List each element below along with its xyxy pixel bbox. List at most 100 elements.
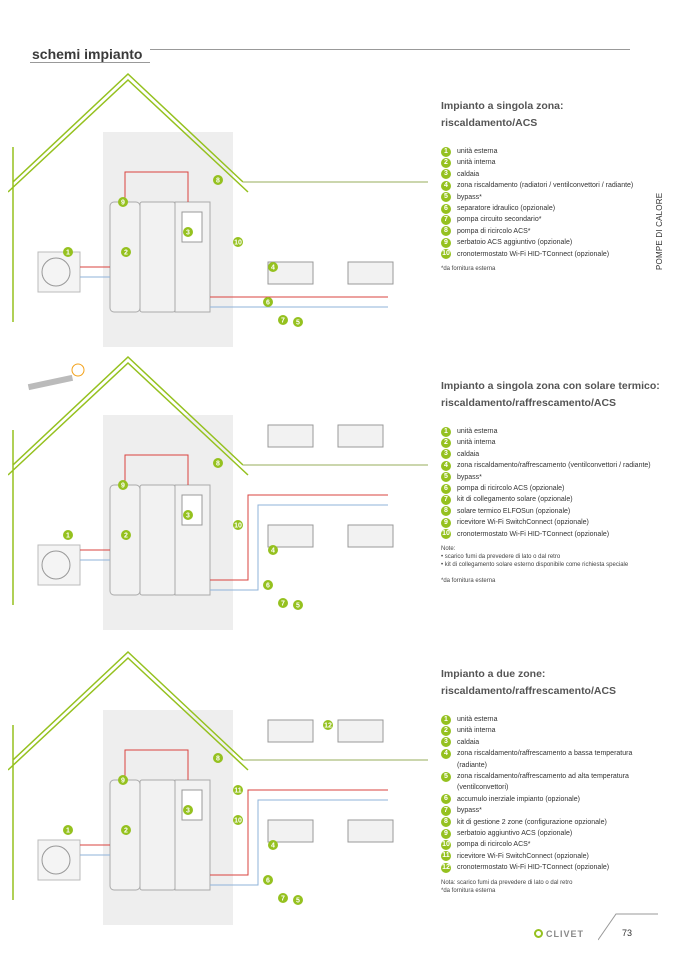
svg-text:9: 9 xyxy=(121,778,125,785)
hot-pipes xyxy=(80,454,388,581)
svg-text:12: 12 xyxy=(324,723,332,730)
number-badge: 3 xyxy=(441,449,451,460)
diagram-marker: 3 xyxy=(183,805,193,815)
diagram-marker: 9 xyxy=(118,775,128,785)
emitter xyxy=(267,524,314,548)
svg-text:8: 8 xyxy=(216,178,220,185)
scheme-title: Impianto a singola zona:riscaldamento/AC… xyxy=(441,100,564,129)
diagram-marker: 2 xyxy=(121,825,131,835)
number-badge: 2 xyxy=(441,725,451,736)
svg-text:8: 8 xyxy=(216,461,220,468)
svg-text:6: 6 xyxy=(266,300,270,307)
emitter xyxy=(267,424,314,448)
diagram-marker: 1 xyxy=(63,247,73,257)
indoor-unit xyxy=(139,484,176,596)
svg-text:7: 7 xyxy=(281,601,285,608)
scheme-legend-3: Impianto a due zone:riscaldamento/raffre… xyxy=(441,666,661,895)
diagram-marker: 11 xyxy=(233,785,243,795)
diagram-marker: 4 xyxy=(268,262,278,272)
diagram-marker: 1 xyxy=(63,825,73,835)
emitter xyxy=(347,261,394,285)
diagram-marker: 10 xyxy=(233,815,243,825)
diagram-marker: 1 xyxy=(63,530,73,540)
diagram-marker: 9 xyxy=(118,480,128,490)
top-rule xyxy=(150,49,630,50)
diagram-marker: 7 xyxy=(278,598,288,608)
svg-text:4: 4 xyxy=(271,265,275,272)
diagram-marker: 8 xyxy=(213,753,223,763)
number-badge: 11 xyxy=(441,851,451,862)
number-badge: 10 xyxy=(441,839,451,850)
diagram-marker: 8 xyxy=(213,175,223,185)
svg-text:1: 1 xyxy=(66,828,70,835)
emitter xyxy=(337,424,384,448)
svg-text:3: 3 xyxy=(186,230,190,237)
number-badge: 1 xyxy=(441,146,451,157)
emitter xyxy=(347,819,394,843)
svg-text:9: 9 xyxy=(121,200,125,207)
note: *da fornitura esterna xyxy=(441,887,496,894)
svg-text:4: 4 xyxy=(271,843,275,850)
diagram-marker: 5 xyxy=(293,600,303,610)
svg-text:6: 6 xyxy=(266,878,270,885)
hot-pipes xyxy=(80,749,388,876)
number-badge: 3 xyxy=(441,169,451,180)
number-badge: 7 xyxy=(441,214,451,225)
diagram-marker: 10 xyxy=(233,520,243,530)
indoor-unit xyxy=(139,779,176,891)
number-badge: 2 xyxy=(441,437,451,448)
note: Nota: scarico fumi da prevedere di lato … xyxy=(441,879,573,886)
cold-pipes xyxy=(80,504,388,591)
number-badge: 6 xyxy=(441,203,451,214)
svg-text:10: 10 xyxy=(234,240,242,247)
note xyxy=(441,569,661,577)
diagram-marker: 7 xyxy=(278,893,288,903)
tank xyxy=(109,779,141,891)
number-badge: 7 xyxy=(441,805,451,816)
page-title: schemi impianto xyxy=(32,46,143,62)
number-badge: 4 xyxy=(441,748,451,759)
svg-text:10: 10 xyxy=(234,818,242,825)
number-badge: 9 xyxy=(441,828,451,839)
diagram-marker: 7 xyxy=(278,315,288,325)
diagram-marker: 9 xyxy=(118,197,128,207)
diagram-marker: 12 xyxy=(323,720,333,730)
diagram-marker: 3 xyxy=(183,227,193,237)
svg-text:5: 5 xyxy=(296,603,300,610)
diagram-marker: 6 xyxy=(263,297,273,307)
emitter xyxy=(267,719,314,743)
svg-text:1: 1 xyxy=(66,533,70,540)
number-badge: 9 xyxy=(441,237,451,248)
number-badge: 4 xyxy=(441,460,451,471)
hot-pipes xyxy=(80,171,388,298)
note: Note: xyxy=(441,546,456,553)
solar-panel-icon xyxy=(27,363,85,391)
diagram-marker: 6 xyxy=(263,580,273,590)
diagram-marker: 4 xyxy=(268,545,278,555)
number-badge: 1 xyxy=(441,714,451,725)
scheme-legend-2: Impianto a singola zona con solare termi… xyxy=(441,378,661,585)
svg-text:10: 10 xyxy=(234,523,242,530)
